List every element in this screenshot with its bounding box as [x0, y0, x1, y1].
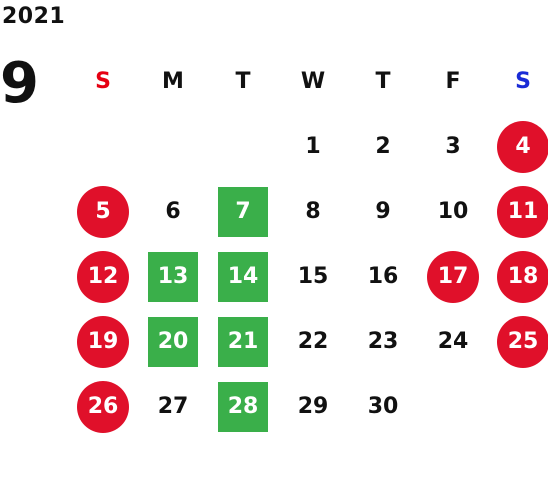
day-number[interactable]: 10: [437, 199, 469, 224]
marked-day[interactable]: 21: [218, 316, 268, 367]
marked-day[interactable]: 7: [218, 186, 268, 237]
day-cell: 19: [68, 309, 138, 374]
day-cell: 16: [348, 244, 418, 309]
day-cell: 10: [418, 179, 488, 244]
marked-day[interactable]: 28: [218, 381, 268, 432]
day-cell: 5: [68, 179, 138, 244]
marked-day[interactable]: 20: [148, 316, 198, 367]
day-cell: 18: [488, 244, 548, 309]
holiday-day[interactable]: 26: [77, 380, 129, 433]
day-cell: 13: [138, 244, 208, 309]
weekday-header-tuesday: T: [235, 68, 251, 94]
month-number: 9: [0, 51, 39, 116]
holiday-day[interactable]: 17: [427, 250, 479, 303]
day-cell: 25: [488, 309, 548, 374]
day-cell: 8: [278, 179, 348, 244]
day-number[interactable]: 9: [375, 199, 391, 224]
day-cell: 11: [488, 179, 548, 244]
holiday-day[interactable]: 12: [77, 250, 129, 303]
holiday-day[interactable]: 18: [497, 250, 548, 303]
day-cell: 17: [418, 244, 488, 309]
day-cell: [208, 114, 278, 179]
holiday-day[interactable]: 11: [497, 185, 548, 238]
day-number[interactable]: 1: [305, 134, 321, 159]
day-cell: [68, 114, 138, 179]
weekday-header-friday: F: [445, 68, 461, 94]
day-cell: 21: [208, 309, 278, 374]
day-cell: 7: [208, 179, 278, 244]
day-cell: 26: [68, 374, 138, 439]
weekday-header-wednesday: W: [300, 68, 326, 94]
day-number[interactable]: 27: [157, 394, 189, 419]
holiday-day[interactable]: 19: [77, 315, 129, 368]
day-cell: 30: [348, 374, 418, 439]
day-cell: 4: [488, 114, 548, 179]
day-number[interactable]: 3: [445, 134, 461, 159]
day-number[interactable]: 2: [375, 134, 391, 159]
day-cell: [418, 374, 488, 439]
holiday-day[interactable]: 25: [497, 315, 548, 368]
day-cell: 6: [138, 179, 208, 244]
day-cell: 22: [278, 309, 348, 374]
year-label: 2021: [2, 4, 66, 29]
day-number[interactable]: 22: [297, 329, 329, 354]
day-cell: 20: [138, 309, 208, 374]
day-cell: 9: [348, 179, 418, 244]
holiday-day[interactable]: 5: [77, 185, 129, 238]
day-cell: 27: [138, 374, 208, 439]
weekday-header-thursday: T: [375, 68, 391, 94]
day-number[interactable]: 29: [297, 394, 329, 419]
weekday-header-monday: M: [162, 68, 184, 94]
marked-day[interactable]: 13: [148, 251, 198, 302]
day-cell: 1: [278, 114, 348, 179]
day-cell: 23: [348, 309, 418, 374]
day-number[interactable]: 23: [367, 329, 399, 354]
day-cell: 24: [418, 309, 488, 374]
marked-day[interactable]: 14: [218, 251, 268, 302]
day-number[interactable]: 30: [367, 394, 399, 419]
day-cell: 29: [278, 374, 348, 439]
day-cell: 14: [208, 244, 278, 309]
day-cell: 28: [208, 374, 278, 439]
day-number[interactable]: 6: [165, 199, 181, 224]
day-cell: [488, 374, 548, 439]
day-cell: 3: [418, 114, 488, 179]
day-number[interactable]: 15: [297, 264, 329, 289]
weekday-header-saturday: S: [515, 68, 531, 94]
weekday-header-sunday: S: [95, 68, 111, 94]
day-number[interactable]: 8: [305, 199, 321, 224]
day-cell: [138, 114, 208, 179]
day-number[interactable]: 24: [437, 329, 469, 354]
day-number[interactable]: 16: [367, 264, 399, 289]
day-cell: 12: [68, 244, 138, 309]
day-cell: 2: [348, 114, 418, 179]
day-cell: 15: [278, 244, 348, 309]
holiday-day[interactable]: 4: [497, 120, 548, 173]
